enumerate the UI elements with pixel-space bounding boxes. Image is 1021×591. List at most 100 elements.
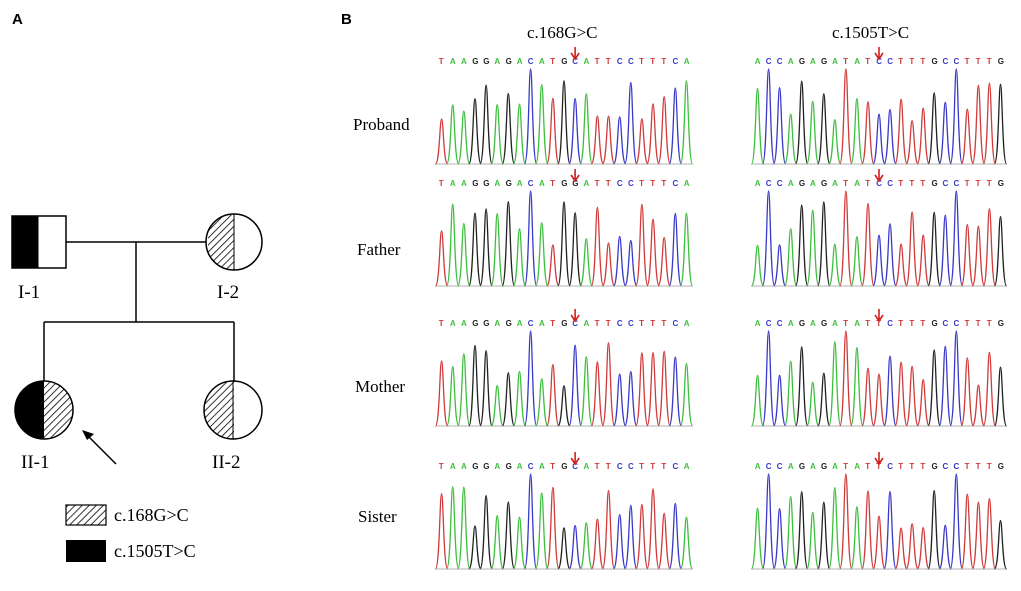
- base-letter: A: [832, 57, 838, 66]
- base-letter: T: [843, 57, 848, 66]
- variant-arrow: [570, 47, 580, 61]
- base-letter: C: [673, 57, 679, 66]
- base-letter: A: [832, 319, 838, 328]
- chromatogram-peak: [657, 350, 671, 427]
- base-letter: A: [494, 319, 500, 328]
- chromatogram-peak: [949, 190, 964, 287]
- base-letter: T: [595, 179, 600, 188]
- base-letter: C: [572, 319, 578, 328]
- base-letter: T: [606, 57, 611, 66]
- chromatogram-peak: [568, 212, 582, 287]
- base-letter: C: [572, 462, 578, 471]
- chromatogram-peak: [916, 379, 930, 427]
- chromatogram-peak: [772, 86, 787, 165]
- chromatogram-peak: [479, 495, 493, 570]
- panel-label-a: A: [12, 11, 23, 28]
- chromatogram-peak: [612, 373, 627, 427]
- base-letter: G: [998, 462, 1004, 471]
- chromatogram-peak: [624, 370, 638, 427]
- chromatogram-peak: [579, 356, 594, 427]
- base-letter: G: [932, 57, 938, 66]
- chromatogram-peak: [479, 350, 493, 427]
- chromatogram-peak: [434, 360, 449, 427]
- chromatogram-peak: [982, 82, 997, 165]
- legend-swatch-solid: [66, 540, 106, 562]
- base-letter: T: [595, 319, 600, 328]
- chromatogram-peak: [982, 351, 997, 427]
- base-letter: T: [965, 462, 970, 471]
- base-letter: T: [909, 462, 914, 471]
- base-letter: T: [976, 462, 981, 471]
- base-letter: G: [506, 319, 512, 328]
- chromatogram-peak: [916, 234, 930, 287]
- base-letter: T: [439, 57, 444, 66]
- chromatogram-peak: [750, 374, 765, 427]
- chromatogram-peak: [949, 330, 964, 427]
- chromatogram-peak: [960, 493, 975, 570]
- base-letter: A: [684, 462, 690, 471]
- base-letter: C: [887, 462, 893, 471]
- base-letter: T: [639, 179, 644, 188]
- base-letter: T: [976, 179, 981, 188]
- chromatogram-peak: [668, 502, 683, 570]
- chromatogram-peak: [468, 525, 482, 570]
- base-letter: C: [954, 179, 960, 188]
- chromatogram-peak: [872, 515, 886, 570]
- chromatogram-peak: [523, 330, 538, 427]
- chromatogram-peak: [534, 492, 549, 570]
- base-letter: T: [439, 179, 444, 188]
- base-letter: T: [550, 57, 555, 66]
- chromatogram-peak: [938, 524, 952, 570]
- base-letter: T: [606, 319, 611, 328]
- base-letter: A: [584, 319, 590, 328]
- chromatogram-peak: [861, 367, 875, 427]
- variant-arrow: [874, 169, 884, 183]
- base-letter: C: [572, 57, 578, 66]
- chromatogram-peak: [949, 68, 964, 165]
- base-letter: C: [766, 57, 772, 66]
- base-letter: A: [788, 319, 794, 328]
- chromatogram-peak: [794, 204, 809, 287]
- chromatogram-peak: [612, 116, 627, 165]
- chromatogram-peak: [679, 516, 694, 570]
- base-letter: T: [920, 319, 925, 328]
- chromatogram-peak: [993, 366, 1008, 427]
- chromatogram-peak: [512, 370, 527, 427]
- chromatogram-peak: [828, 243, 842, 287]
- chromatogram-peak: [927, 211, 941, 287]
- base-letter: A: [494, 462, 500, 471]
- base-letter: C: [777, 57, 783, 66]
- chromatogram-peak: [512, 103, 527, 165]
- chromatogram-peak: [490, 515, 504, 570]
- chromatogram-peak: [445, 104, 460, 165]
- variant-title-c168: c.168G>C: [527, 23, 598, 42]
- base-letter: C: [528, 179, 534, 188]
- chromatogram-peak: [894, 98, 908, 165]
- chromatogram-peak: [468, 212, 482, 287]
- base-letter: A: [450, 57, 456, 66]
- chromatogram-peak: [501, 372, 516, 427]
- legend-label-c168: c.168G>C: [114, 505, 189, 525]
- base-letter: C: [876, 179, 882, 188]
- base-letter: T: [650, 179, 655, 188]
- base-letter: A: [584, 462, 590, 471]
- base-letter: T: [843, 319, 848, 328]
- base-letter: G: [472, 179, 478, 188]
- base-letter: C: [617, 57, 623, 66]
- chromatogram-peak: [828, 486, 842, 570]
- chromatogram-peak: [601, 115, 616, 165]
- chromatogram-peak: [479, 208, 493, 287]
- legend-swatch-hatched: [65, 504, 107, 526]
- base-letter: A: [810, 319, 816, 328]
- chromatogram-peak: [457, 110, 471, 165]
- chromatogram-peak: [905, 365, 919, 427]
- chromatogram-peak: [523, 68, 538, 165]
- base-letter: C: [777, 319, 783, 328]
- chromatogram-peak: [938, 214, 952, 287]
- chromatogram-peak: [445, 203, 460, 287]
- chromatogram-peak: [546, 486, 560, 570]
- variant-arrow: [570, 169, 580, 183]
- variant-arrow: [874, 452, 884, 466]
- base-letter: T: [439, 319, 444, 328]
